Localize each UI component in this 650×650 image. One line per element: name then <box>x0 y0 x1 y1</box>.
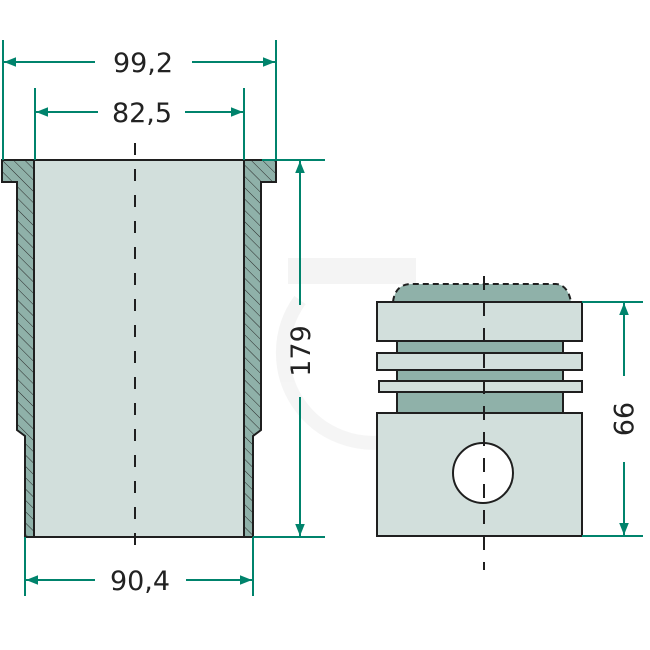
liner-right-wall <box>243 159 277 538</box>
piston-ring-2 <box>378 380 583 393</box>
dim-label-bottom-outer: 90,4 <box>110 566 170 597</box>
piston <box>376 276 583 570</box>
liner-bore <box>33 159 245 538</box>
dim-label-piston-height: 99 <box>607 402 638 436</box>
watermark-logo <box>275 258 416 450</box>
piston-crown <box>391 283 573 303</box>
piston-top-land <box>376 301 583 342</box>
dim-label-length: 179 <box>286 325 317 377</box>
piston-dimensions <box>582 301 643 537</box>
liner-left-wall <box>1 159 35 538</box>
liner-dimensions <box>2 40 325 596</box>
piston-ring-1 <box>376 352 583 371</box>
dim-label-outer-flange: 99,2 <box>113 48 173 79</box>
piston-ring-groove-body <box>396 340 564 414</box>
cylinder-liner <box>1 143 277 555</box>
dim-label-bore: 82,5 <box>112 98 172 129</box>
